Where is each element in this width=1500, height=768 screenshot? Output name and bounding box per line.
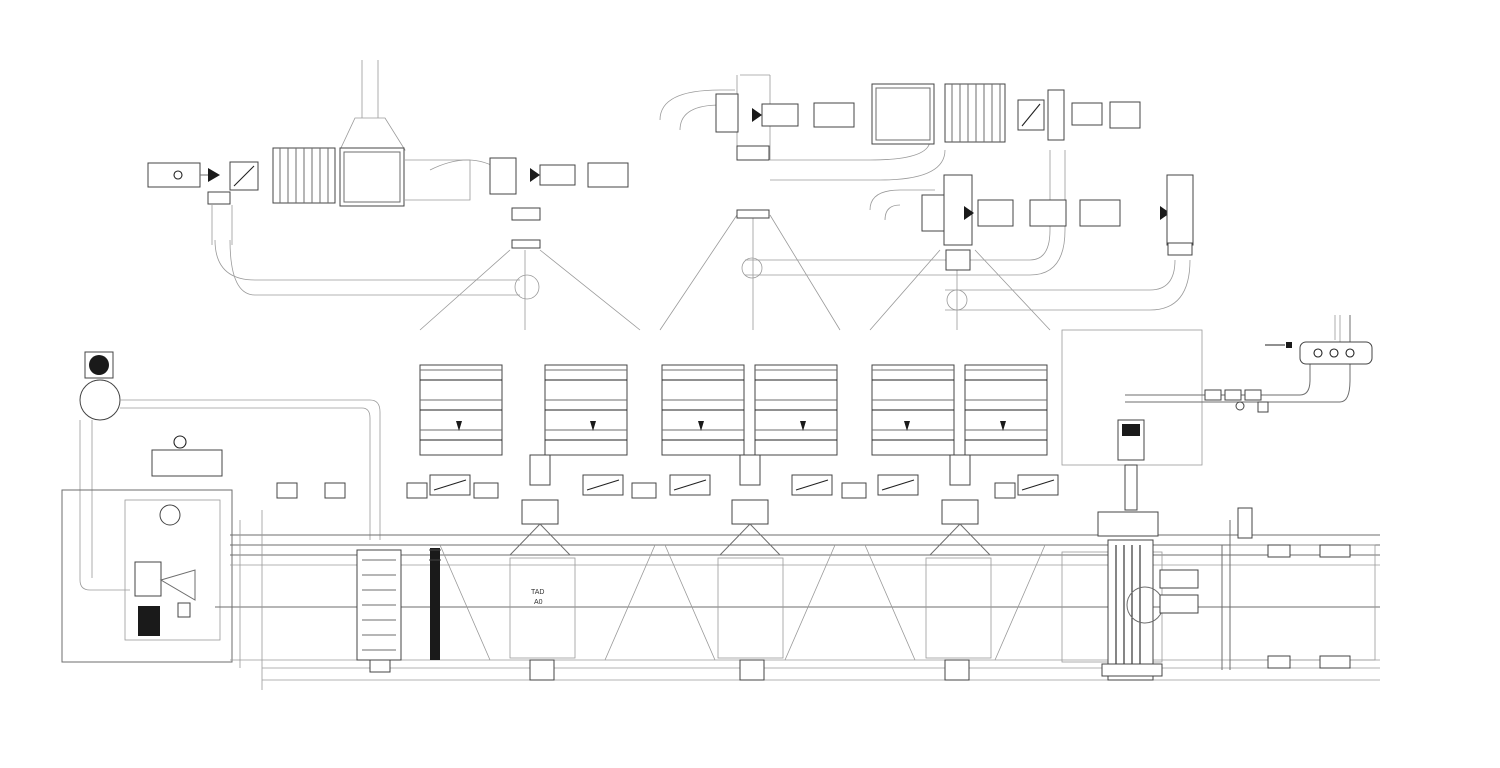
exhaust-fan-left (147, 161, 259, 205)
pipe-rack-right (1125, 315, 1351, 413)
supply-fans-right (921, 174, 1194, 271)
bottom-fittings (369, 659, 970, 681)
dryer-hood-section-3 (871, 364, 1048, 456)
dryer-label-group: TAD A0 (531, 589, 544, 606)
dryer-sublabel: A0 (534, 599, 543, 606)
reel-section-right (1221, 507, 1376, 670)
fan-motor-assemblies (509, 454, 992, 556)
heat-exchanger-box-right (871, 83, 935, 145)
heat-exchanger-box-left (339, 147, 405, 207)
hood-dampers (429, 474, 1059, 496)
dryer-hood-section-1 (419, 364, 628, 456)
dryer-hood-section-2 (661, 364, 838, 456)
exhaust-fan-right-top (1017, 89, 1141, 141)
filter-bank-left (272, 147, 336, 204)
yankee-press-section (356, 548, 441, 661)
left-blower-unit (61, 351, 381, 663)
filter-bank-right (944, 83, 1006, 143)
right-drive-assembly (1061, 329, 1203, 681)
control-manifold (1265, 341, 1373, 365)
exhaust-fan-center (715, 93, 855, 219)
pedestal-markers (276, 482, 1016, 499)
dryer-label: TAD (531, 589, 544, 596)
exhaust-fan-center-left (489, 157, 629, 249)
